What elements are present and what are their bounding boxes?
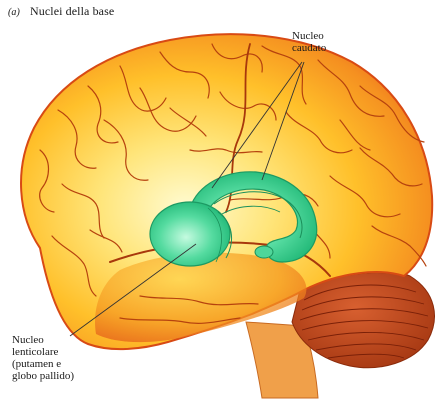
panel-tag: (a) <box>8 7 20 18</box>
label-lenticular-nucleus: Nucleo lenticolare (putamen e globo pall… <box>12 334 74 382</box>
figure-title-text: Nuclei della base <box>30 4 114 18</box>
label-caudate-line: caudato <box>292 42 326 54</box>
label-caudate-nucleus: Nucleo caudato <box>292 30 326 54</box>
figure-title: (a) Nuclei della base <box>8 4 114 19</box>
amygdala <box>255 246 273 258</box>
label-caudate-line: Nucleo <box>292 30 326 42</box>
label-lenticular-line: lenticolare <box>12 346 74 358</box>
label-lenticular-line: globo pallido) <box>12 370 74 382</box>
label-lenticular-line: Nucleo <box>12 334 74 346</box>
label-lenticular-line: (putamen e <box>12 358 74 370</box>
